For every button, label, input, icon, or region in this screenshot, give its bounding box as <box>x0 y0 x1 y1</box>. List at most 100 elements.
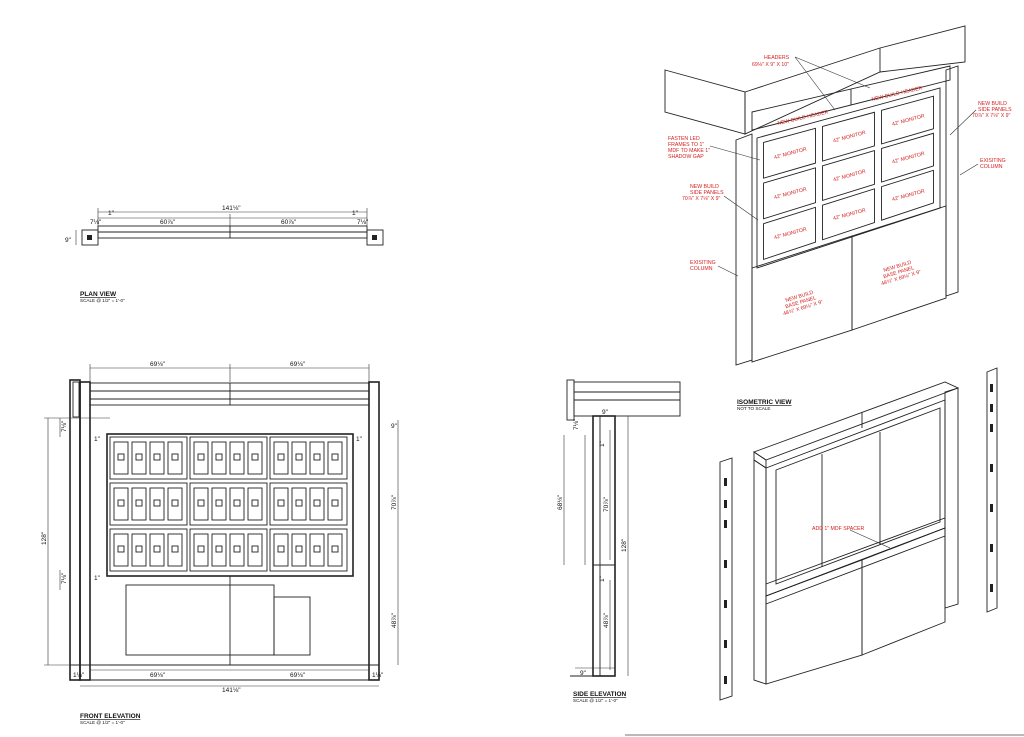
led-module-bracket <box>153 545 161 553</box>
led-module-bracket <box>117 453 125 461</box>
led-module-bracket <box>277 545 285 553</box>
led-module <box>229 487 245 521</box>
led-module <box>273 441 289 475</box>
led-module <box>193 533 209 567</box>
plan-left-column-core <box>87 235 92 240</box>
fe-dim-shadow-gap: 1" <box>94 575 101 582</box>
fe-dim-foot-right: 1⅛" <box>372 672 384 679</box>
led-module <box>247 533 263 567</box>
callout-col-left-2: COLUMN <box>690 266 713 272</box>
callout-fasten-2: FRAMES TO 1" <box>668 142 704 148</box>
callout-headers-2: 69⅛" X 9" X 10" <box>752 62 789 68</box>
led-module-bracket <box>233 453 241 461</box>
led-module <box>193 441 209 475</box>
isometric-line-drawing: ISOMETRIC VIEW NOT TO SCALE ADD 1" MDF S… <box>719 367 998 701</box>
led-module-bracket <box>215 545 223 553</box>
fe-dim-foot-left: 1⅛" <box>73 672 85 679</box>
led-module <box>167 533 183 567</box>
front-elevation-drawing: 69⅛" 69⅛" 69⅛" 69⅛" 141⅛" 128" 7⅛" 70⅞" … <box>41 361 399 725</box>
led-module-bracket <box>251 499 259 507</box>
led-module <box>273 487 289 521</box>
led-module <box>193 487 209 521</box>
led-cabinet <box>189 482 268 526</box>
fe-dim-bottom-right: 69⅛" <box>290 672 306 679</box>
se-dim-gap-bottom: 1" <box>599 575 606 582</box>
led-module <box>309 533 325 567</box>
led-module-bracket <box>277 499 285 507</box>
iso-monitor <box>881 169 934 221</box>
se-dim-depth: 9" <box>580 670 587 677</box>
iso-monitor <box>822 111 875 162</box>
panel-slot <box>724 640 727 648</box>
front-elevation-scale: SCALE @ 1/2" = 1'-0" <box>80 720 125 725</box>
led-module <box>113 441 129 475</box>
fe-dim-right-panel: 70⅞" <box>391 494 398 510</box>
iso-monitor-label: 42" MONITOR <box>892 151 926 166</box>
svg-text:NEW BUILD BASE PANEL: NEW BUILD BASE PANEL 48⅞" X 69⅛" X 9" <box>877 258 922 287</box>
led-module-bracket <box>295 499 303 507</box>
iso-monitor <box>763 127 816 179</box>
led-module <box>211 533 227 567</box>
led-module <box>131 487 147 521</box>
se-dim-top: 9" <box>602 409 609 416</box>
led-module-bracket <box>135 545 143 553</box>
led-module-bracket <box>313 453 321 461</box>
led-module <box>291 487 307 521</box>
callout-col-left-1: EXISITING <box>690 260 716 266</box>
front-elevation-title: FRONT ELEVATION <box>80 713 141 720</box>
iso-monitor-label: 42" MONITOR <box>774 227 808 242</box>
panel-slot <box>990 544 993 552</box>
iso-monitor-label: 42" MONITOR <box>774 187 808 202</box>
plan-view-drawing: 141⅛" 60⅞" 60⅞" 7⅛" 7⅛" 1" 1" 9" PLAN VI… <box>65 205 384 303</box>
led-cabinet <box>109 482 188 526</box>
callout-side-left-3: 70⅞" X 7⅛" X 9" <box>682 196 721 202</box>
led-module <box>229 441 245 475</box>
led-cabinet <box>269 436 348 480</box>
plan-dim-left: 60⅞" <box>160 219 176 226</box>
fe-dim-top-right: 69⅛" <box>290 361 306 368</box>
callout-fasten-4: SHADOW GAP <box>668 154 704 160</box>
plan-dim-gap-a: 1" <box>108 210 115 217</box>
led-cabinet <box>189 436 268 480</box>
iso-monitor-label: 42" MONITOR <box>892 113 926 128</box>
led-module <box>211 441 227 475</box>
fe-dim-bottom-left: 69⅛" <box>150 672 166 679</box>
led-module-bracket <box>233 545 241 553</box>
panel-slot <box>990 384 993 392</box>
isometric-render: NEW BUILD HEADER NEW BUILD HEADER 42" MO… <box>664 25 1012 366</box>
led-module <box>167 487 183 521</box>
panel-slot <box>724 600 727 608</box>
led-module <box>167 441 183 475</box>
iso-monitor-label: 42" MONITOR <box>833 130 867 145</box>
iso-header-label-right: NEW BUILD HEADER <box>871 85 923 103</box>
iso-monitor-label: 42" MONITOR <box>892 189 926 204</box>
fe-dim-bottom-total: 141⅛" <box>222 687 241 694</box>
panel-slot <box>724 520 727 528</box>
callout-fasten-1: FASTEN LED <box>668 136 700 142</box>
led-cabinet <box>269 528 348 572</box>
side-column <box>592 415 616 677</box>
iso-monitor-label: 42" MONITOR <box>833 169 867 184</box>
led-module-bracket <box>313 545 321 553</box>
plan-dim-right: 60⅞" <box>281 219 297 226</box>
led-module-bracket <box>197 453 205 461</box>
plan-view-scale: SCALE @ 1/2" = 1'-0" <box>80 298 125 303</box>
led-module <box>149 441 165 475</box>
iso-mdf-spacer-label: ADD 1" MDF SPACER <box>812 526 864 532</box>
se-dim-overall: 128" <box>621 538 628 552</box>
side-elevation-drawing: 9" 7⅛" 1" 70⅞" 128" 68⅛" 1" 48⅞" 9" SIDE… <box>557 379 681 703</box>
se-dim-gap-top: 1" <box>599 440 606 447</box>
fe-dim-top-left: 69⅛" <box>150 361 166 368</box>
se-dim-base: 48⅞" <box>603 612 610 628</box>
led-module-bracket <box>295 545 303 553</box>
fe-dim-left-header: 7⅛" <box>61 420 68 432</box>
fe-dim-edge-left: 1" <box>94 436 101 443</box>
led-module <box>291 533 307 567</box>
callout-col-right-1: EXISITING <box>980 158 1006 164</box>
led-module-bracket <box>197 545 205 553</box>
isometric-view-scale: NOT TO SCALE <box>737 406 770 411</box>
led-module <box>149 487 165 521</box>
iso-monitor <box>822 149 875 202</box>
callout-side-left-1: NEW BUILD <box>690 184 719 190</box>
led-cabinet <box>109 528 188 572</box>
